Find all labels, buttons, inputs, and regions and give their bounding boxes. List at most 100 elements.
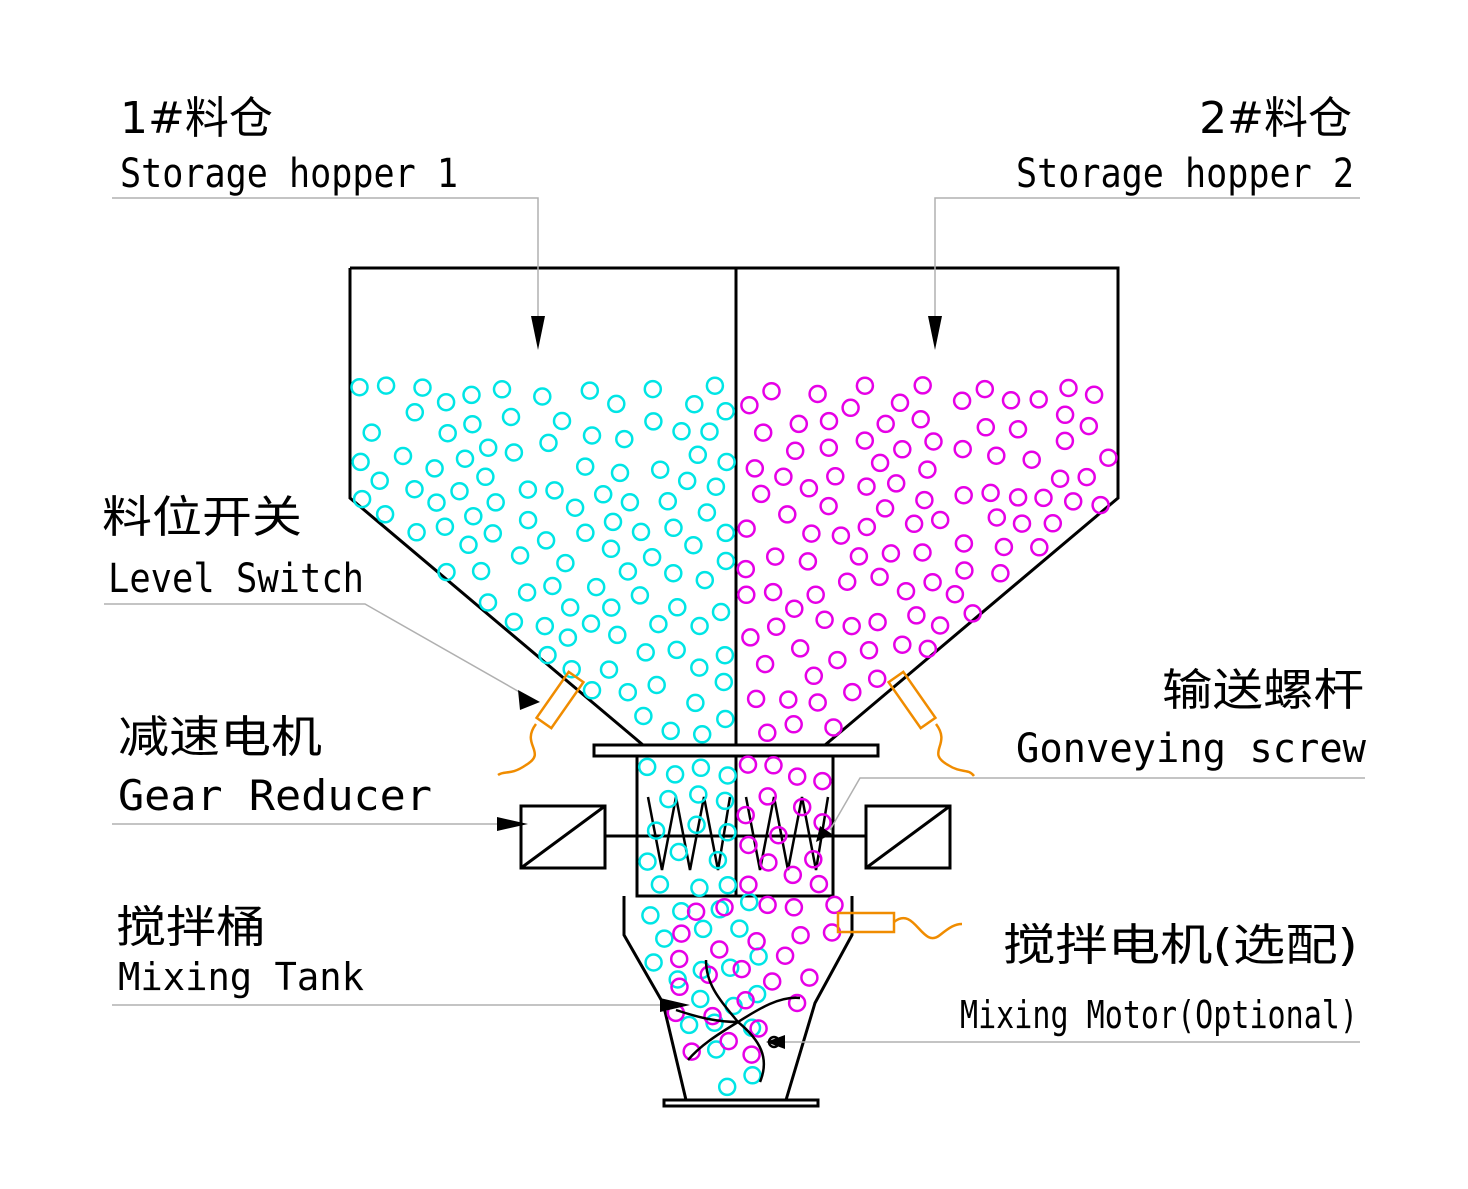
material-particle [792,797,812,817]
material-particle [687,815,706,835]
material-particle [437,562,456,582]
material-particle [706,1040,726,1059]
conveying-screw-en-label: Gonveying screw [1016,726,1367,772]
material-particle [762,381,781,401]
material-particle [804,666,824,686]
material-particle [679,1015,699,1035]
material-particle [765,547,785,566]
material-particle [981,483,1000,503]
gear-reducer-right [864,804,952,870]
material-particle [715,791,735,811]
material-particle [1008,488,1028,507]
gear-reducer-cn-label: 减速电机 [118,712,322,763]
material-particle [742,1045,761,1064]
gear-reducer-left [519,804,607,870]
material-particle [826,467,845,486]
material-particle [1063,492,1083,511]
mixing-impeller [675,959,801,1083]
material-particle [790,639,810,658]
material-particle [870,453,890,473]
material-particle [436,392,456,412]
material-particle [664,563,683,583]
material-particle [699,965,718,985]
material-particle [904,514,924,534]
material-particle [659,789,678,809]
material-particle [736,559,756,579]
material-particle [637,757,657,777]
material-particle [533,387,552,406]
material-particle [455,449,475,468]
material-particle [688,445,708,465]
material-particle [407,523,426,542]
material-particle [518,480,538,499]
material-particle [715,645,735,665]
material-particle [799,479,819,498]
material-particle [669,842,689,862]
material-particle [552,411,572,431]
material-particle [1059,378,1078,398]
material-particle [825,895,844,915]
material-particle [661,721,680,741]
material-particle [808,693,827,712]
material-particle [703,1006,722,1026]
arrow-heads [497,316,942,1049]
material-particle [806,585,825,604]
material-particle [690,616,709,636]
level-switch-en-label: Level Switch [108,556,364,602]
material-particle [746,689,766,709]
material-particle [634,706,653,726]
material-particle [462,385,481,405]
material-particle [843,682,862,702]
material-particle [375,505,395,524]
material-particle [1043,514,1063,533]
material-particle [539,433,558,453]
material-particle [459,535,478,555]
material-particle [690,878,709,898]
material-particle [719,1031,738,1051]
material-particle [464,506,483,526]
material-particle [800,968,819,987]
material-particle [802,524,821,543]
material-particle [1022,450,1041,469]
material-particle [608,625,627,645]
material-particle [425,459,444,478]
material-1-particles [350,376,768,1097]
material-particle [450,481,469,501]
material-particle [815,610,834,630]
material-particle [711,602,731,622]
material-particle [784,715,803,734]
material-particle [907,606,926,625]
material-particle [615,429,634,449]
material-particle [749,947,768,966]
material-particle [478,593,498,612]
material-particle [857,517,877,537]
material-particle [743,1066,762,1085]
material-particle [556,553,575,573]
material-particle [644,953,663,972]
conveying-screw-cn-label: 输送螺杆 [1162,665,1364,716]
material-particle [976,418,996,437]
material-particle [896,581,916,601]
material-particle [783,865,803,885]
material-particle [413,378,432,397]
material-particle [876,414,895,434]
material-particle [918,460,937,479]
material-particle [362,423,381,442]
material-particle [647,675,666,695]
material-particle [784,898,804,917]
material-particle [716,551,736,571]
material-particle [658,492,678,511]
material-particle [739,875,758,894]
material-particle [636,643,655,662]
material-particle [955,561,974,580]
material-particle [693,919,713,939]
material-particle [476,467,495,487]
material-particle [738,755,758,774]
material-particle [405,403,425,422]
material-particle [764,756,783,775]
material-particle [586,577,606,597]
material-particle [758,723,777,743]
mixing-motor-cn-label: 搅拌电机(选配) [1003,920,1358,971]
material-particle [923,572,942,592]
material-particle [828,650,847,670]
